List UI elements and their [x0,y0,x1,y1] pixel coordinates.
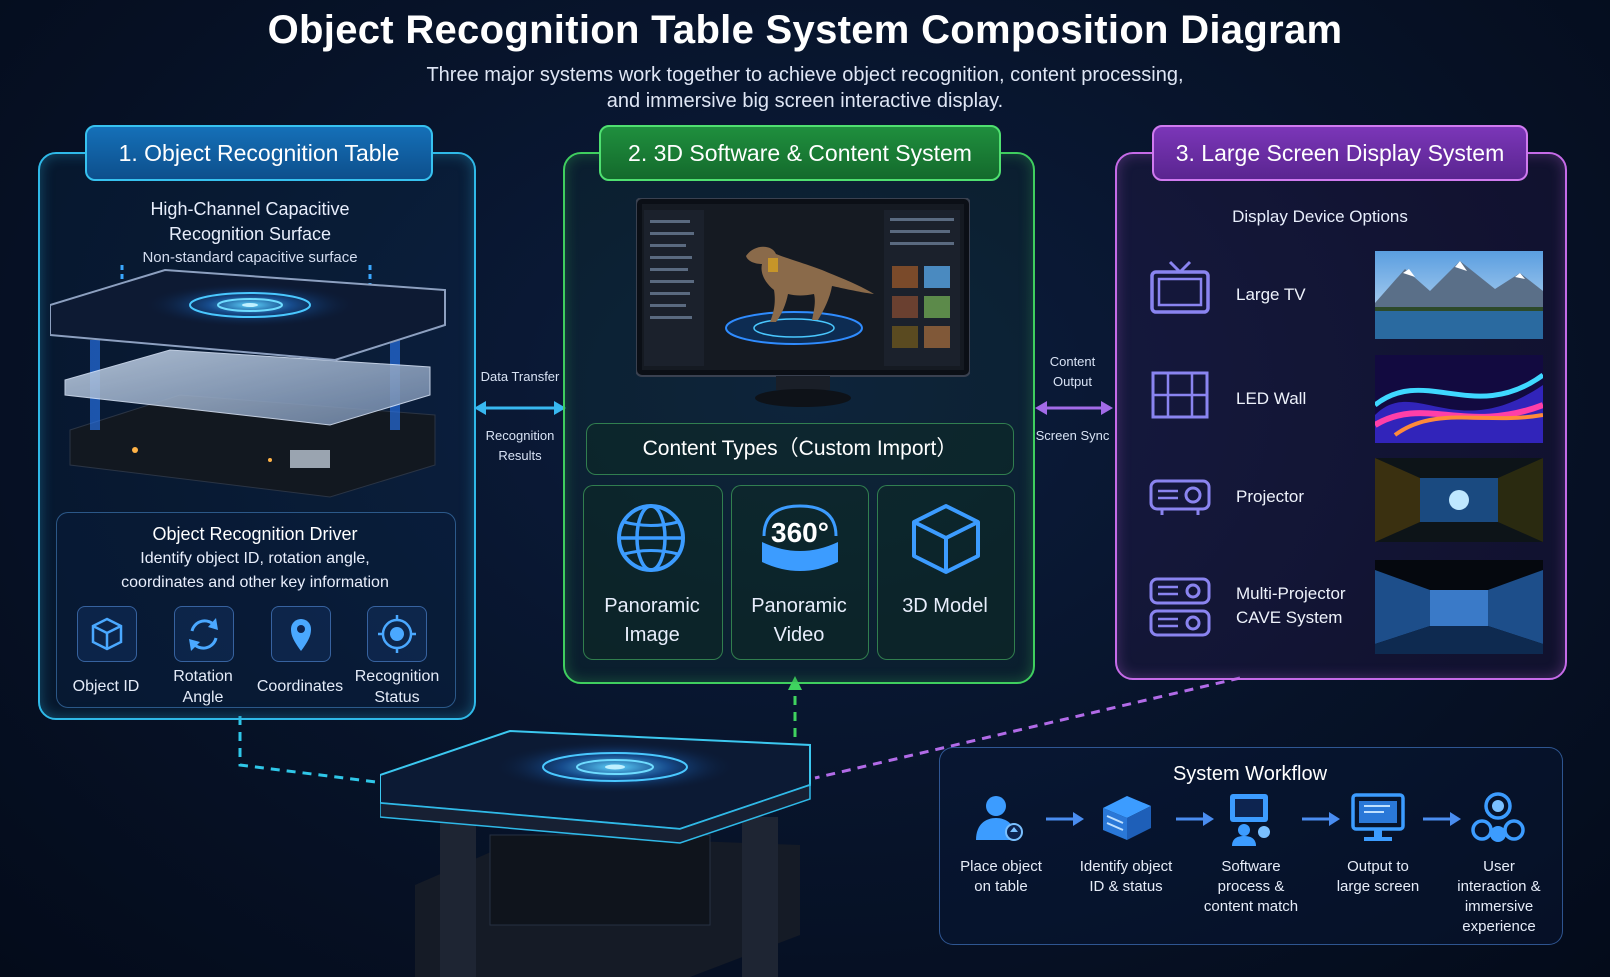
content-type-label: 3D Model [902,595,988,617]
workflow-step-label: Place object on table [960,858,1042,895]
multi-projector-icon [1149,577,1211,637]
workflow-step-label: User interaction & immersive experience [1457,858,1541,935]
content-types-header: Content Types（Custom Import） [586,423,1014,475]
location-pin-icon [291,619,311,651]
content-output-label: Content Output [1049,354,1096,389]
data-transfer-label: Data Transfer [480,369,560,384]
led-wall-icon [1151,371,1209,419]
panel1-title: 1. Object Recognition Table [85,125,433,181]
system-workflow-box [939,747,1563,945]
content-type-label: Panoramic Video [751,595,847,646]
screen-sync-label: Screen Sync [1035,428,1110,443]
rotate-icon [189,618,218,651]
abstract-waves-thumbnail [1375,355,1543,443]
software-monitor-illustration [636,198,970,407]
workflow-arrow [1302,812,1340,826]
driver-text: Object Recognition Driver Identify objec… [121,524,389,591]
driver-item-label: Recognition Status [354,668,440,706]
mountain-lake-thumbnail [1375,251,1543,339]
content-type-label: Panoramic Image [604,595,700,646]
recognition-table-illustration [380,729,811,977]
page-subtitle: Three major systems work together to ach… [426,64,1184,112]
cube-icon [91,617,123,651]
device-label: Large TV [1236,285,1306,304]
cave-system-thumbnail [1375,560,1543,654]
panel3-title: 3. Large Screen Display System [1152,125,1528,181]
capacitive-surface-label: High-Channel Capacitive Recognition Surf… [142,199,358,266]
display-options-title: Display Device Options [1232,207,1408,226]
coordinates-tile [271,606,331,662]
software-user-icon [1230,794,1270,846]
rotation-angle-tile [174,606,234,662]
content-type-card [731,485,869,660]
monitor-icon [1351,793,1405,841]
driver-item-label: Rotation Angle [173,668,233,706]
target-icon [378,615,416,653]
workflow-arrow [1423,812,1461,826]
workflow-arrow [1046,812,1084,826]
object-id-tile [77,606,137,662]
workflow-step-label: Output to large screen [1336,858,1420,895]
exploded-table-illustration [50,265,446,498]
recognition-results-label: Recognition Results [485,428,555,463]
bidirectional-arrow-right [1035,401,1113,415]
workflow-step-label: Identify object ID & status [1079,858,1173,895]
tv-icon [1150,260,1210,314]
globe-icon [617,504,685,572]
device-label: LED Wall [1236,389,1307,408]
users-icon [1471,792,1525,842]
page-title: Object Recognition Table System Composit… [267,8,1343,52]
driver-item-label: Coordinates [256,678,344,695]
workflow-step-label: Software process & content match [1203,858,1299,915]
driver-item-label: Object ID [72,678,140,695]
bidirectional-arrow-left [474,401,566,415]
workflow-arrow [1176,812,1214,826]
360-badge: 360° [771,517,829,548]
server-icon [1103,796,1151,840]
user-place-icon [976,796,1023,841]
3d-cube-icon [912,504,980,574]
device-label: Projector [1236,487,1305,506]
panel2-title: 2. 3D Software & Content System [599,125,1001,181]
projector-icon [1149,479,1211,515]
360-video-icon [762,504,838,571]
recognition-status-tile [367,606,427,662]
device-label: Multi-Projector CAVE System [1236,584,1346,627]
workflow-title: System Workflow [1172,763,1328,785]
object-recognition-driver-box [56,512,456,708]
content-type-card [583,485,723,660]
projector-room-thumbnail [1375,458,1543,542]
